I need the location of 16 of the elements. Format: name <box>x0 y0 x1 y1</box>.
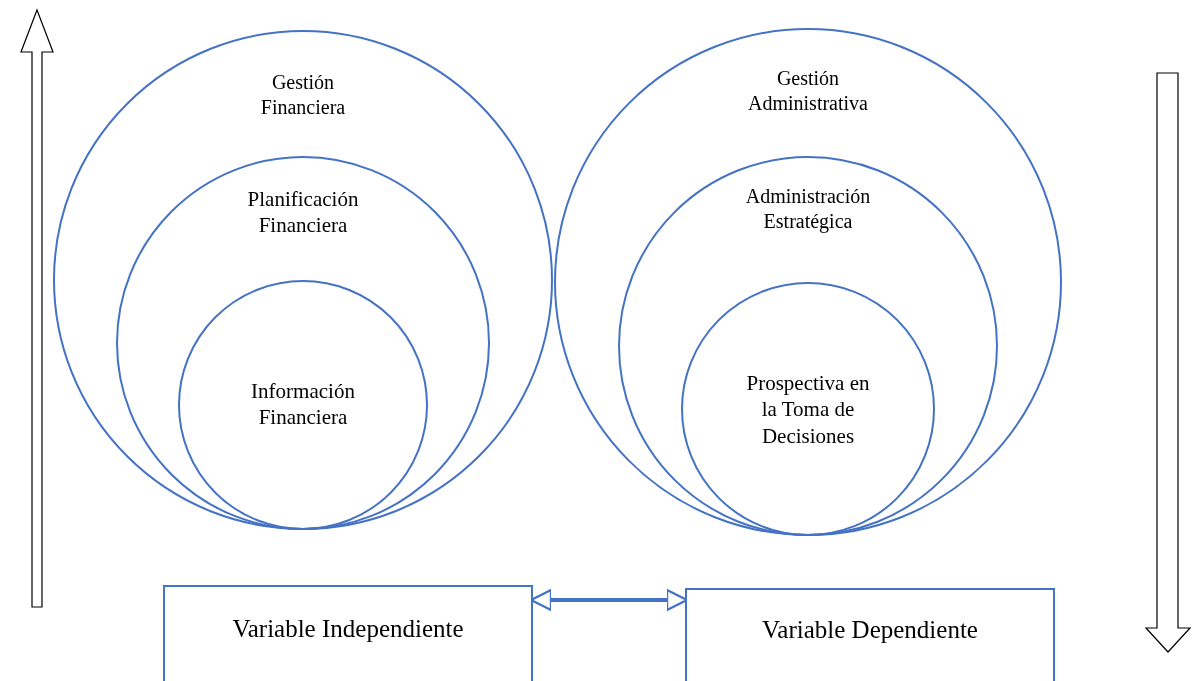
circle-label: Información Financiera <box>250 378 356 431</box>
box-label: Variable Independiente <box>231 614 465 644</box>
circle-node <box>116 156 490 530</box>
circle-label: Prospectiva en la Toma de Decisiones <box>745 370 871 449</box>
variable-box <box>163 585 533 681</box>
circle-node <box>53 30 553 530</box>
circle-node <box>554 28 1062 536</box>
circle-label: Planificación Financiera <box>246 186 360 239</box>
circle-label: Gestión Financiera <box>259 70 347 120</box>
box-label: Variable Dependiente <box>761 615 979 645</box>
circle-node <box>618 156 998 536</box>
circle-label: Gestión Administrativa <box>747 66 869 116</box>
circle-node <box>178 280 428 530</box>
circle-node <box>681 282 935 536</box>
variable-box <box>685 588 1055 681</box>
circle-label: Administración Estratégica <box>744 184 872 234</box>
